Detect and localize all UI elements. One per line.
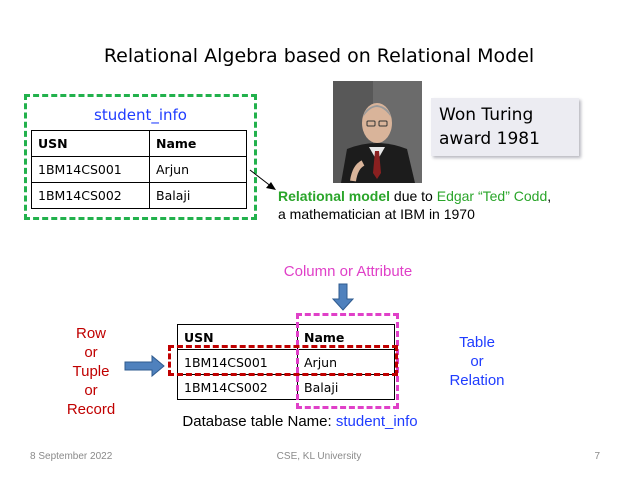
column-attribute-label: Column or Attribute: [283, 263, 413, 280]
cell-name: Arjun: [149, 156, 247, 183]
table-label-line: Table: [459, 334, 495, 351]
db-name-prefix: Database table Name:: [182, 413, 336, 430]
table-row: 1BM14CS002 Balaji: [177, 374, 395, 400]
cell-usn: 1BM14CS002: [31, 182, 150, 209]
codd-comma: ,: [547, 188, 552, 204]
row-right-arrow-icon: [124, 354, 165, 378]
top-table-caption: student_info: [94, 106, 187, 124]
turing-line-2: award 1981: [439, 129, 540, 149]
codd-photo: [333, 81, 422, 183]
codd-line-2: a mathematician at IBM in 1970: [278, 206, 475, 222]
slide-title: Relational Algebra based on Relational M…: [103, 45, 535, 67]
row-label-line: Tuple: [72, 363, 110, 380]
cell-usn: 1BM14CS002: [177, 374, 298, 400]
cell-usn: 1BM14CS001: [31, 156, 150, 183]
footer-page-number: 7: [594, 451, 600, 462]
codd-name: Edgar “Ted” Codd: [436, 188, 548, 204]
table-label-line: or: [470, 353, 484, 370]
turing-line-1: Won Turing: [439, 105, 534, 125]
row-tuple-record-label: Row or Tuple or Record: [56, 324, 126, 419]
row-label-line: Row: [75, 325, 106, 342]
row-label-line: or: [84, 382, 98, 399]
table-relation-label: Table or Relation: [437, 333, 517, 390]
database-table-name: Database table Name: student_info: [150, 413, 450, 430]
row-label-line: Record: [66, 401, 116, 418]
column-down-arrow-icon: [331, 283, 355, 311]
codd-caption: Relational model due to Edgar “Ted” Codd…: [278, 187, 618, 223]
relational-model-term: Relational model: [278, 188, 391, 204]
footer-date: 8 September 2022: [30, 451, 113, 462]
table-label-line: Relation: [449, 372, 505, 389]
table-row: 1BM14CS002 Balaji: [31, 182, 247, 209]
table-row: 1BM14CS001 Arjun: [31, 156, 247, 183]
db-name-value: student_info: [335, 413, 418, 430]
cell-name: Balaji: [297, 374, 395, 400]
row-highlight-frame: [168, 345, 398, 376]
turing-award-note: Won Turing award 1981: [431, 98, 579, 156]
row-label-line: or: [84, 344, 98, 361]
footer-center: CSE, KL University: [276, 451, 362, 462]
cell-name: Balaji: [149, 182, 247, 209]
table-header-row: USN Name: [31, 130, 247, 157]
header-name: Name: [149, 130, 247, 157]
codd-due-to: due to: [390, 188, 437, 204]
student-info-table: USN Name 1BM14CS001 Arjun 1BM14CS002 Bal…: [31, 130, 247, 209]
header-usn: USN: [31, 130, 150, 157]
green-dashed-frame: [24, 94, 257, 220]
